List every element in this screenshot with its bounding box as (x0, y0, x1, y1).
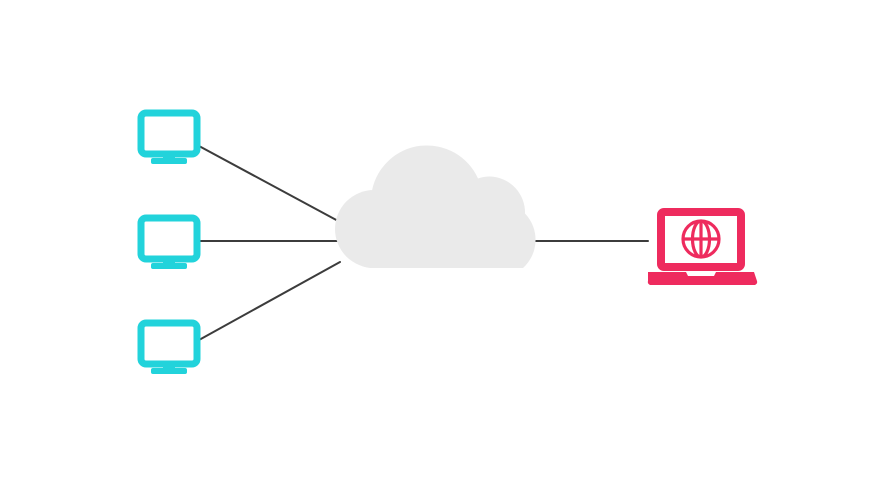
desktop-monitor-icon-base (151, 263, 187, 269)
laptop-base-icon (647, 272, 758, 286)
desktop-monitor-icon-base (151, 158, 187, 164)
desktop-monitor-icon-screen (137, 214, 201, 263)
desktop-monitor-icon-base (151, 368, 187, 374)
connection-lines (198, 145, 649, 341)
desktop-monitor-icon-screen (137, 109, 201, 158)
link-client-3-cloud (198, 261, 341, 341)
globe-icon (681, 219, 721, 259)
web-server-node[interactable] (647, 208, 758, 286)
cloud-node[interactable] (335, 145, 536, 268)
desktop-monitor-icon-neck (163, 257, 175, 266)
link-client-1-cloud (198, 145, 341, 223)
client-node-1[interactable] (137, 109, 201, 164)
desktop-monitor-icon-screen (137, 319, 201, 368)
client-node-3[interactable] (137, 319, 201, 374)
laptop-screen-icon (657, 208, 745, 271)
desktop-monitor-icon-neck (163, 362, 175, 371)
cloud-base (346, 215, 526, 268)
desktop-monitor-icon-neck (163, 152, 175, 161)
client-node-2[interactable] (137, 214, 201, 269)
